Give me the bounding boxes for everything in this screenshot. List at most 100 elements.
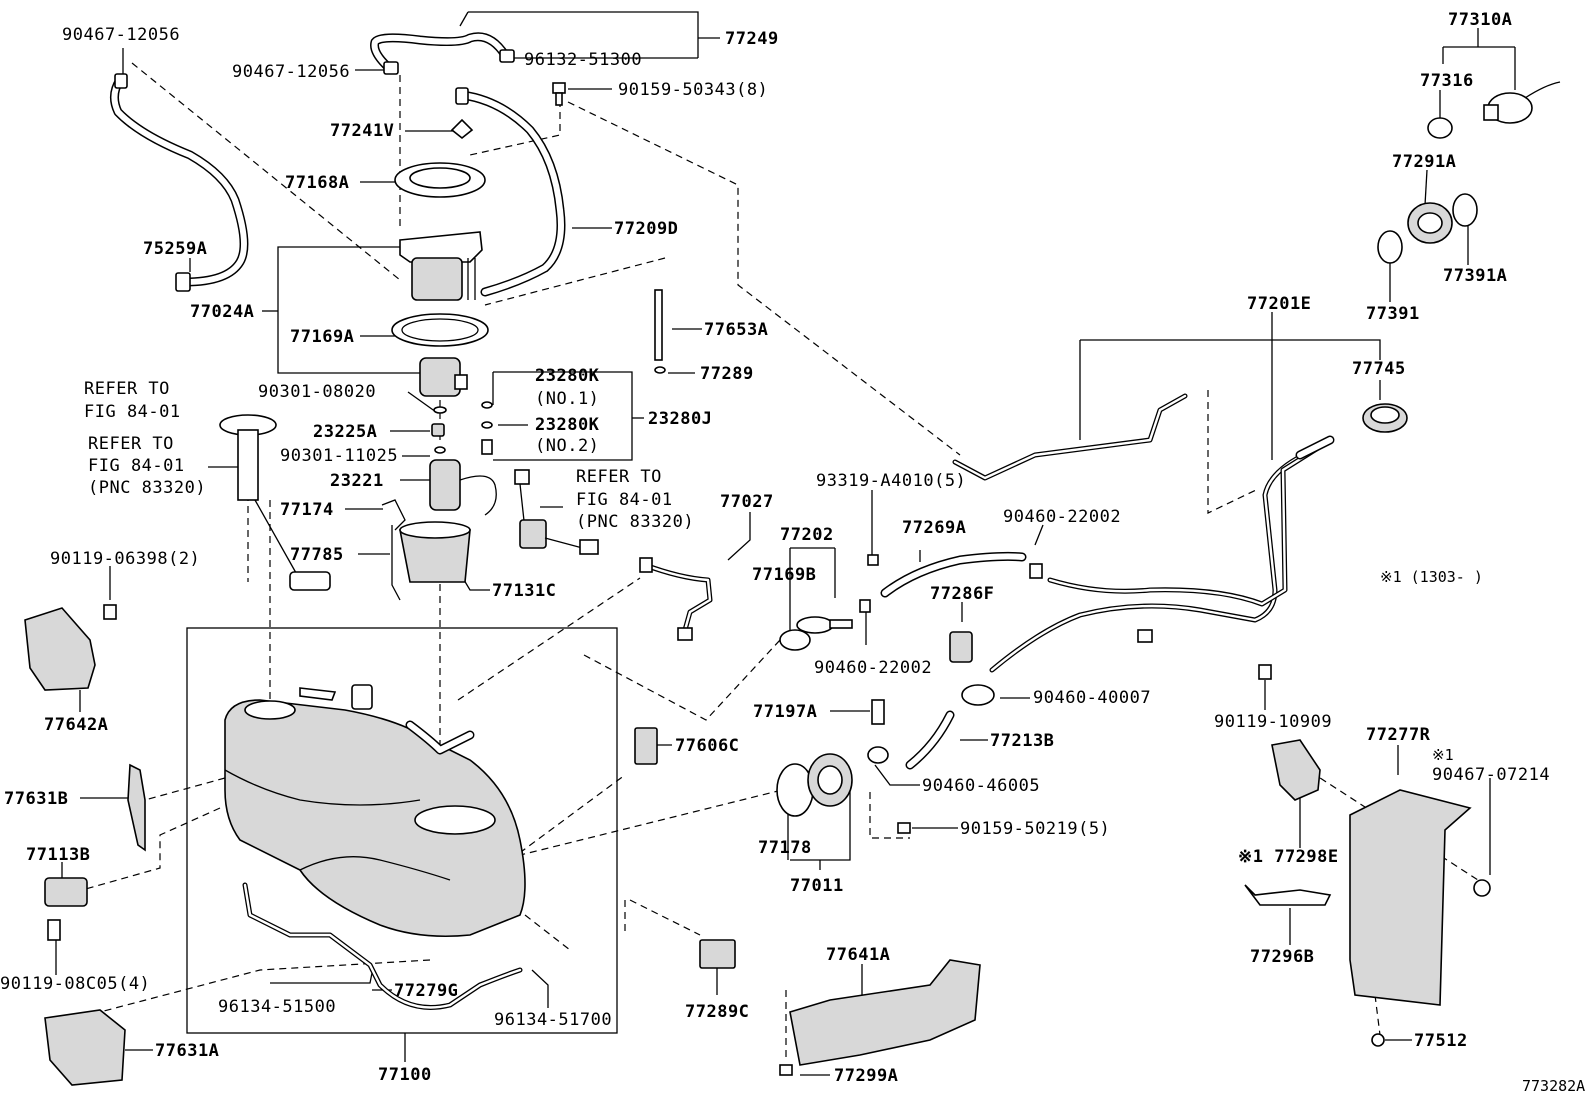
part-labels: 90467-12056 90467-12056 77249 96132-5130…: [0, 10, 1585, 1095]
label-90460-22002-b: 90460-22002: [814, 658, 932, 678]
tube-77653a: [654, 289, 663, 361]
label-no1: (NO.1): [535, 389, 599, 409]
label-77169a: 77169A: [290, 327, 354, 347]
label-90467-12056-b: 90467-12056: [232, 62, 350, 82]
clip-77241v: [450, 118, 474, 140]
label-77201e: 77201E: [1247, 294, 1311, 314]
label-77310a: 77310A: [1448, 10, 1512, 30]
label-77197a: 77197A: [753, 702, 817, 722]
label-93319-a4010: 93319-A4010(5): [816, 471, 966, 491]
fuel-filter: [419, 357, 468, 414]
housing-77298e: [1271, 739, 1321, 801]
label-77653a: 77653A: [704, 320, 768, 340]
tube-77279g: [242, 882, 523, 1010]
filter-23225a: [431, 423, 445, 437]
label-96134-51500: 96134-51500: [218, 997, 336, 1017]
guard-77277r: [1349, 789, 1472, 1006]
label-77286f: 77286F: [930, 584, 994, 604]
label-77391a: 77391A: [1443, 266, 1507, 286]
label-note1: ※1 (1303- ): [1380, 568, 1483, 586]
hose-77209d: [455, 87, 566, 297]
label-90159-50343: 90159-50343(8): [618, 80, 768, 100]
label-77642a: 77642A: [44, 715, 108, 735]
bracket-77606c: [634, 727, 658, 765]
label-77131c: 77131C: [492, 581, 556, 601]
inlet-77011: [807, 753, 853, 807]
label-77100: 77100: [378, 1065, 432, 1085]
filler-pipe-77201e: [989, 435, 1335, 673]
label-77512: 77512: [1414, 1031, 1468, 1051]
label-75259a: 75259A: [143, 239, 207, 259]
cup-77131c: [399, 521, 471, 583]
retainer-ring-77168a: [394, 162, 486, 198]
label-77289c: 77289C: [685, 1002, 749, 1022]
breather-77169b: [796, 616, 853, 634]
hose-75259a: [110, 73, 249, 292]
fuel-pump-23221: [429, 459, 497, 516]
label-77202: 77202: [780, 525, 834, 545]
label-77249: 77249: [725, 29, 779, 49]
label-refer2-a: REFER TO: [88, 434, 174, 454]
sender-gauge-83320-right: [514, 469, 599, 555]
diagram-id: 773282A: [1522, 1077, 1585, 1095]
clip-90467-07214: [1473, 879, 1491, 897]
label-77631a: 77631A: [155, 1041, 219, 1061]
label-77269a: 77269A: [902, 518, 966, 538]
label-77391: 77391: [1366, 304, 1420, 324]
label-77178: 77178: [758, 838, 812, 858]
label-refer1-b: FIG 84-01: [84, 402, 181, 422]
clamp-77289c: [699, 939, 736, 969]
label-77169b: 77169B: [752, 565, 816, 585]
label-77213b: 77213B: [990, 731, 1054, 751]
label-refer2-c: (PNC 83320): [88, 478, 206, 498]
label-23221: 23221: [330, 471, 384, 491]
fuel-tank-77100: [186, 627, 618, 1034]
label-90467-07214: 90467-07214: [1432, 765, 1550, 785]
tube-77027: [639, 557, 713, 641]
label-90467-12056-a: 90467-12056: [62, 25, 180, 45]
clip-77197a: [871, 699, 885, 725]
label-77299a: 77299A: [834, 1066, 898, 1086]
label-77785: 77785: [290, 545, 344, 565]
label-refer3-b: FIG 84-01: [576, 490, 673, 510]
label-77024a: 77024A: [190, 302, 254, 322]
gasket-77178: [776, 763, 814, 817]
label-refer3-c: (PNC 83320): [576, 512, 694, 532]
protector-77631a: [44, 1009, 126, 1086]
label-refer1-a: REFER TO: [84, 379, 170, 399]
label-77316: 77316: [1420, 71, 1474, 91]
label-77745: 77745: [1352, 359, 1406, 379]
bracket-77642a: [24, 607, 96, 691]
label-90460-22002-a: 90460-22002: [1003, 507, 1121, 527]
label-77241v: 77241V: [330, 121, 394, 141]
label-23280k-1: 23280K: [535, 366, 600, 386]
label-77606c: 77606C: [675, 736, 739, 756]
label-77113b: 77113B: [26, 845, 90, 865]
label-90119-06398: 90119-06398(2): [50, 549, 200, 569]
label-23280k-2: 23280K: [535, 415, 600, 435]
wire-77785: [391, 525, 401, 601]
label-90301-11025: 90301-11025: [280, 446, 398, 466]
valve-77286f: [949, 631, 973, 663]
label-23280j: 23280J: [648, 409, 712, 429]
cap-77745: [1362, 403, 1408, 433]
label-refer2-b: FIG 84-01: [88, 456, 185, 476]
clip-77512: [1371, 1033, 1385, 1047]
label-90460-40007: 90460-40007: [1033, 688, 1151, 708]
protector-77641a: [789, 959, 981, 1066]
label-77631b: 77631B: [4, 789, 68, 809]
ring-77316: [1427, 117, 1453, 139]
label-77279g: 77279G: [394, 981, 458, 1001]
housing-77291a: [1407, 202, 1453, 244]
clamp-90460-40007: [961, 684, 995, 706]
seal-77391: [1377, 230, 1403, 264]
clamp-90460-46005: [867, 746, 889, 764]
gasket-77202: [779, 629, 811, 651]
label-77027: 77027: [720, 492, 774, 512]
wire-77174: [381, 499, 406, 531]
label-96132-51300: 96132-51300: [524, 50, 642, 70]
label-refer3-a: REFER TO: [576, 467, 662, 487]
protector-77631b: [127, 763, 146, 852]
label-77209d: 77209D: [614, 219, 678, 239]
